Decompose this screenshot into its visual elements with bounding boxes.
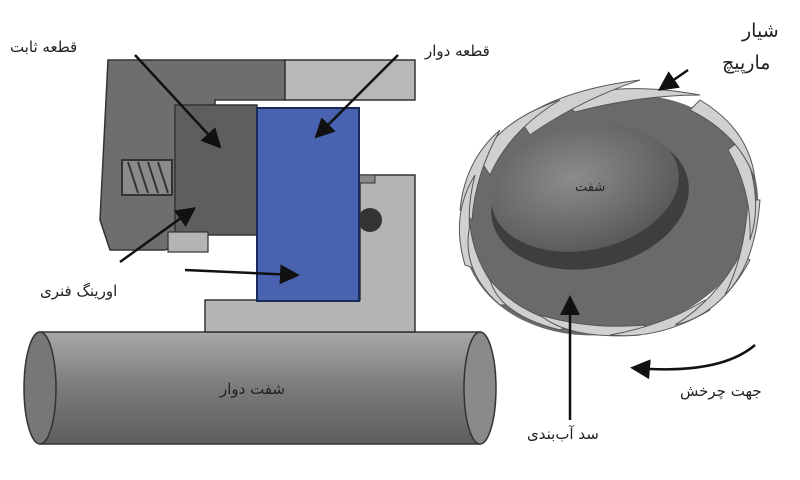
label-rotating-shaft: شفت دوار xyxy=(220,380,285,398)
spiral-groove-disc xyxy=(458,79,761,337)
label-stationary-part: قطعه ثابت xyxy=(10,38,78,56)
pointer-arrows xyxy=(119,54,399,285)
rotating-part xyxy=(256,107,360,302)
label-rotation-direction: جهت چرخش xyxy=(680,382,762,400)
label-spring-oring: اورینگ فنری xyxy=(40,282,118,300)
rotating-shaft xyxy=(23,331,497,445)
label-rotating-part: قطعه دوار xyxy=(425,42,490,60)
label-sealing-dam: سد آب‌بندی xyxy=(527,425,599,443)
pointer-arrows-right xyxy=(560,68,756,420)
label-spiral-groove-line2: مارپیچ xyxy=(722,52,771,74)
label-spiral-groove-line1: شیار xyxy=(742,20,779,42)
label-shaft: شفت xyxy=(575,180,606,195)
spring-icon xyxy=(121,159,173,196)
